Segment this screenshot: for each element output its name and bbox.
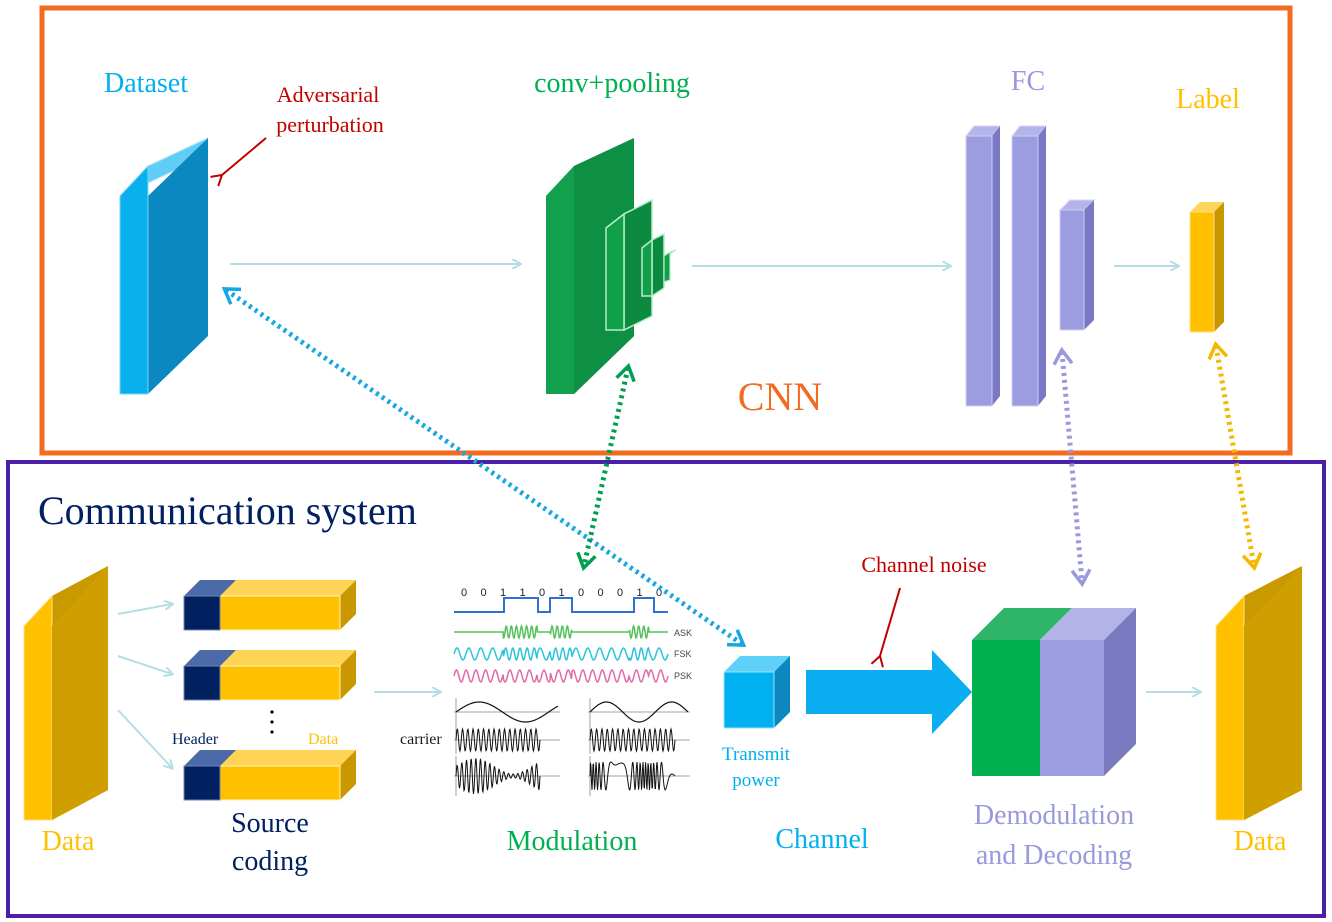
mapping-conv-to-modulation: [576, 362, 636, 572]
source-packet-2: [183, 650, 356, 701]
dataset-block: [119, 137, 209, 395]
mapping-label-to-data: [1207, 340, 1263, 572]
psk-waveform: [453, 669, 669, 683]
label-block: [1189, 202, 1224, 333]
bit-label: 0: [539, 587, 545, 599]
conv-pooling-block: [546, 138, 677, 394]
plot-carrier-right: [588, 726, 690, 754]
conv-pooling-label: conv+pooling: [534, 68, 690, 99]
data-output-label: Data: [1234, 826, 1287, 857]
bit-label: 0: [597, 587, 603, 599]
transmit-label-line2: power: [732, 770, 780, 791]
plot-fm-right: [588, 756, 690, 796]
transmit-label-line1: Transmit: [722, 744, 791, 765]
digital-signal: [454, 597, 668, 613]
data-output-block: [1215, 566, 1302, 821]
modulation-label: Modulation: [507, 826, 638, 857]
plot-sine-right: [588, 698, 690, 726]
channel-arrow: [806, 650, 972, 734]
packet-ellipsis: [270, 710, 274, 734]
source-packet-1: [183, 580, 356, 631]
psk-label: PSK: [674, 671, 692, 681]
bit-label: 0: [480, 587, 486, 599]
ask-waveform: [454, 624, 668, 640]
adversarial-arrow: [210, 137, 267, 187]
demodulation-block: [972, 608, 1136, 776]
mapping-fc-to-demodulation: [1052, 346, 1092, 588]
plot-am-left: [454, 756, 560, 796]
label-label: Label: [1176, 84, 1240, 115]
ask-label: ASK: [674, 628, 692, 638]
fsk-label: FSK: [674, 649, 692, 659]
channel-noise-arrow: [870, 587, 901, 668]
adversarial-label-line2: perturbation: [276, 112, 384, 137]
bit-label: 0: [461, 587, 467, 599]
source-packet-3: [183, 750, 356, 801]
demodulation-label-line2: and Decoding: [976, 840, 1132, 871]
plot-sine-left: [454, 698, 560, 726]
transmit-power-cube: [723, 656, 790, 729]
adversarial-label-line1: Adversarial: [277, 82, 380, 107]
cnn-title: CNN: [738, 374, 822, 419]
fc-layers: [964, 125, 1096, 407]
header-label: Header: [172, 731, 219, 748]
arrow-data-to-packet3: [117, 709, 172, 768]
bit-label: 0: [617, 587, 623, 599]
data-input-label: Data: [42, 826, 95, 857]
data-input-block: [23, 566, 108, 821]
source-coding-label-line2: coding: [232, 846, 308, 877]
fsk-waveform: [453, 646, 669, 662]
bit-label: 0: [578, 587, 584, 599]
dataset-label: Dataset: [104, 68, 188, 99]
channel-label: Channel: [775, 824, 869, 855]
comm-title: Communication system: [38, 488, 417, 533]
fc-label: FC: [1011, 66, 1045, 97]
source-coding-label-line1: Source: [231, 808, 309, 839]
channel-noise-label: Channel noise: [861, 552, 986, 577]
data-small-label: Data: [308, 731, 338, 748]
arrow-data-to-packet2: [117, 655, 172, 674]
arrow-data-to-packet1: [117, 604, 172, 615]
demodulation-label-line1: Demodulation: [974, 800, 1134, 831]
plot-carrier-left: [454, 726, 560, 754]
carrier-label: carrier: [400, 731, 442, 748]
